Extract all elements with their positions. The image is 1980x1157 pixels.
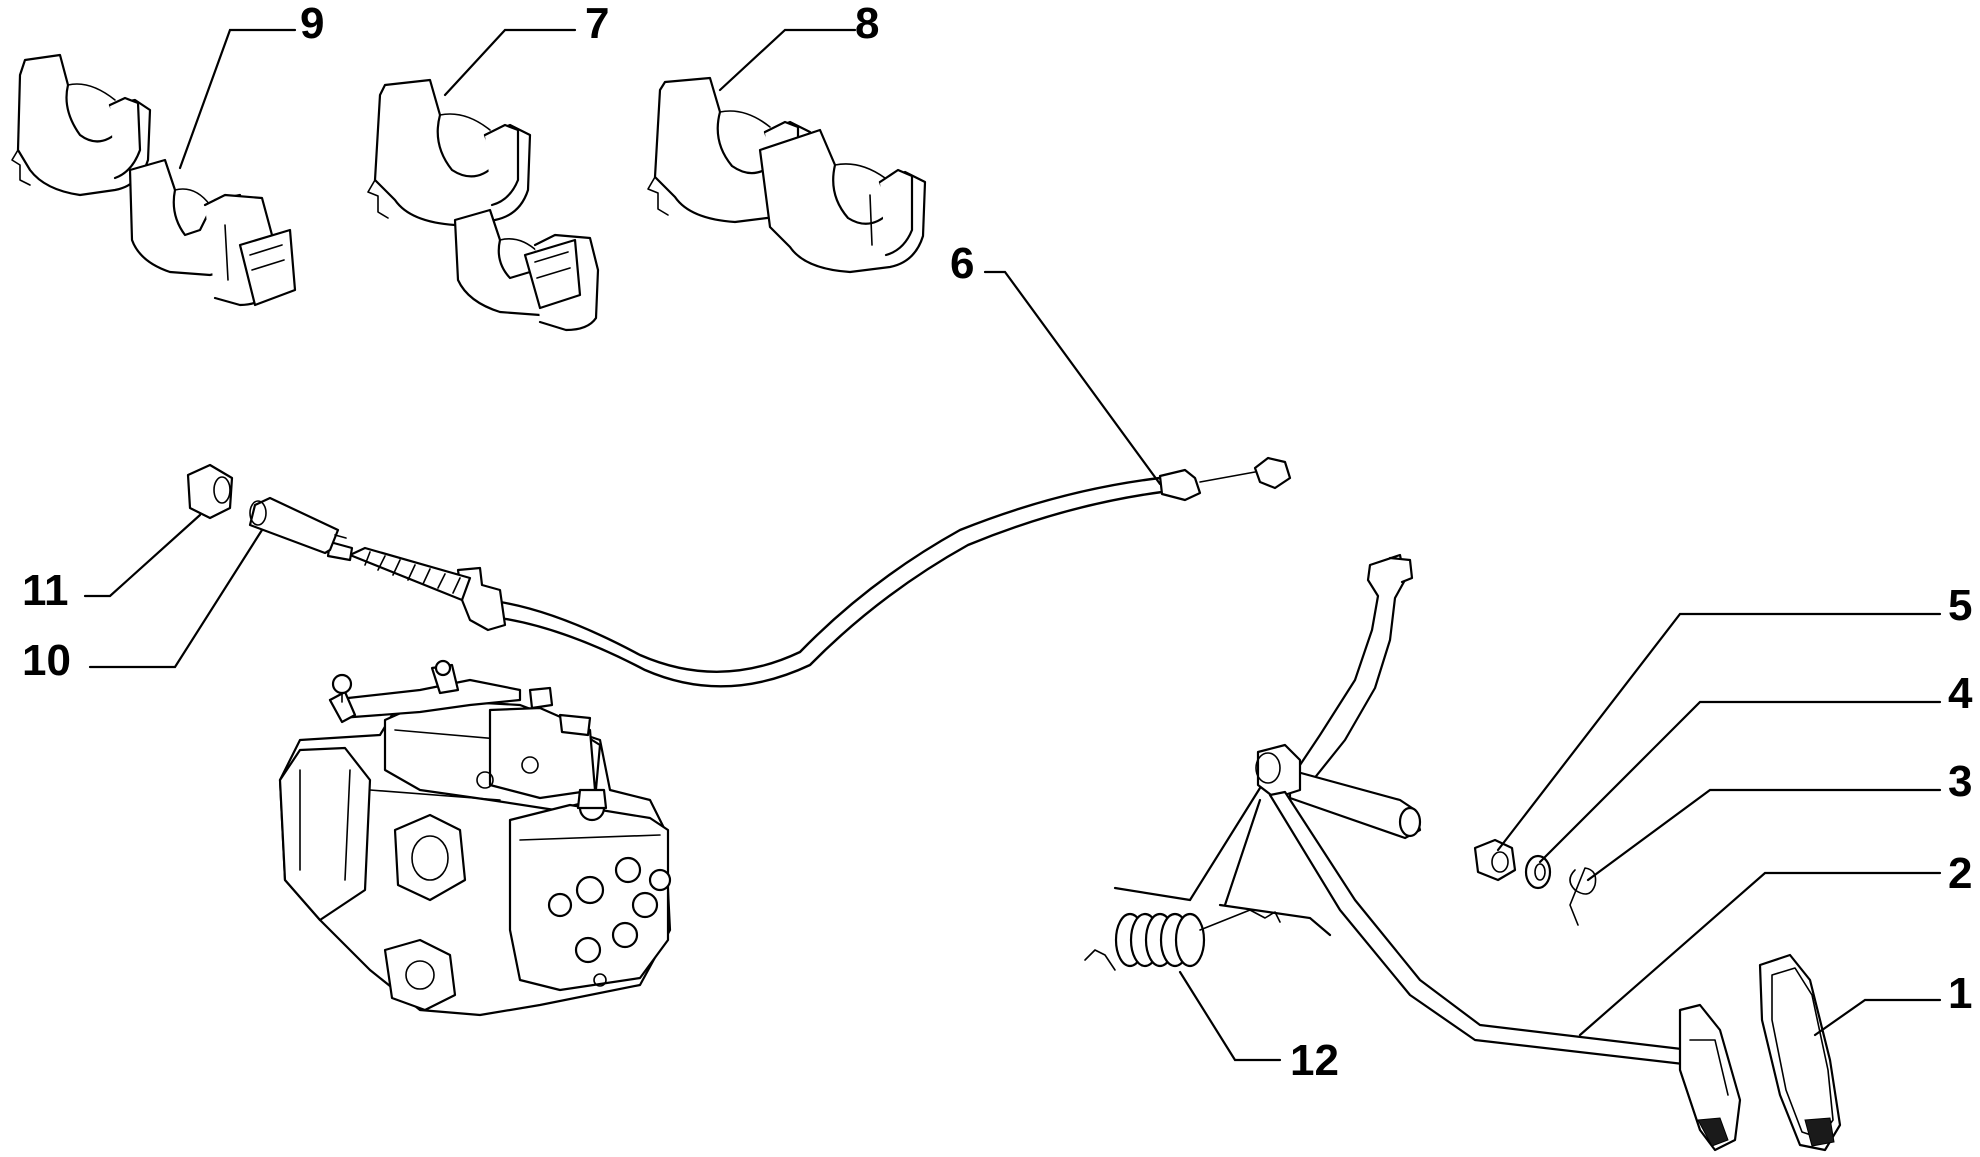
callout-2: 2 (1948, 849, 1972, 898)
return-spring-12 (1084, 909, 1281, 971)
accelerator-pedal-2 (1255, 553, 1742, 1152)
pedal-pad-rubber-1 (1758, 953, 1842, 1152)
bushing-5 (1473, 838, 1517, 882)
spring-clip-3 (1569, 867, 1597, 926)
leader-lines (83, 28, 1942, 1062)
clip-group-9 (11, 53, 297, 307)
callout-4: 4 (1948, 669, 1973, 718)
callout-12: 12 (1290, 1036, 1339, 1085)
callout-7: 7 (585, 0, 609, 48)
callout-6: 6 (950, 239, 974, 288)
callout-10: 10 (22, 636, 71, 685)
accelerator-cable (456, 456, 1292, 688)
cable-adjuster (326, 540, 472, 602)
nut-11 (186, 463, 234, 520)
callout-8: 8 (855, 0, 879, 48)
clip-group-7 (367, 78, 600, 332)
callout-1: 1 (1948, 969, 1972, 1018)
floor-bracket-lines (1113, 786, 1332, 937)
callout-labels: 9 7 8 6 11 10 5 4 3 2 1 12 (22, 0, 1973, 1085)
callout-11: 11 (22, 566, 69, 615)
clip-group-8 (647, 76, 927, 274)
callout-5: 5 (1948, 581, 1972, 630)
injection-pump (278, 659, 672, 1017)
callout-3: 3 (1948, 757, 1972, 806)
bushing-10 (248, 496, 347, 555)
callout-9: 9 (300, 0, 324, 48)
washer-4 (1524, 854, 1552, 890)
